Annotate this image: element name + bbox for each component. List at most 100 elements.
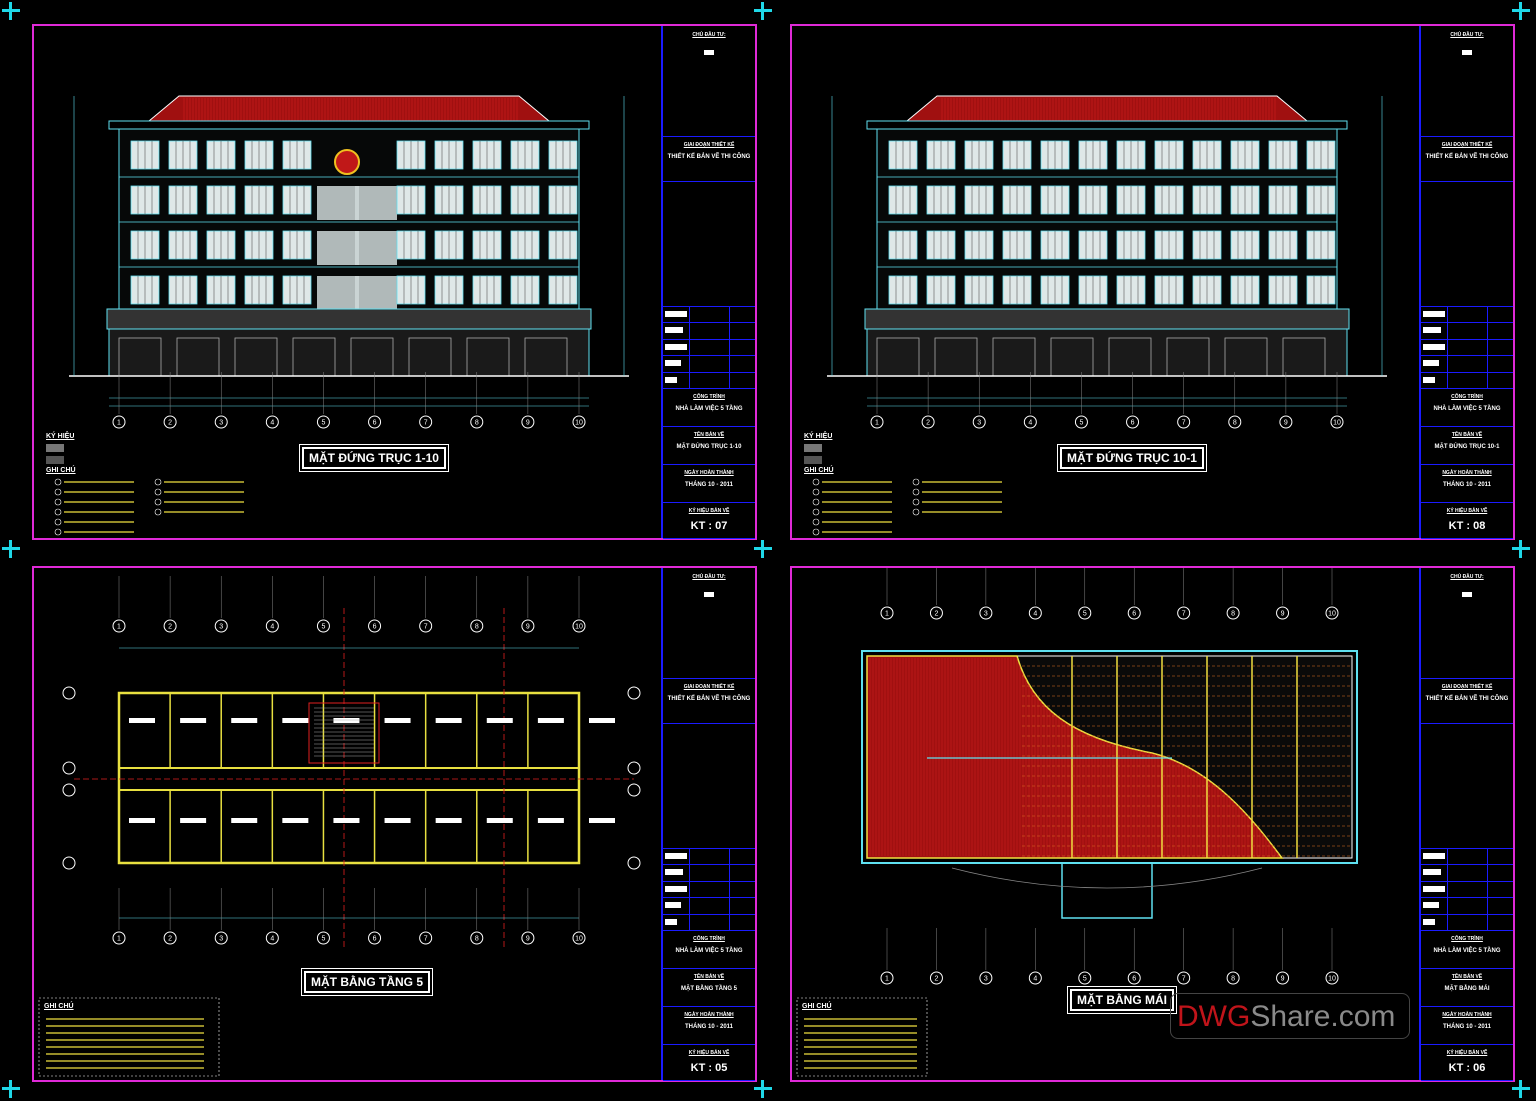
title-block-label: GIAI ĐOẠN THIẾT KẾ <box>1441 684 1493 690</box>
title-block-cell <box>1421 723 1513 849</box>
room-label <box>180 818 207 823</box>
grid-axis-bubble <box>929 606 943 620</box>
corner-mark <box>1519 1080 1522 1098</box>
grid-axis-bubble <box>112 619 126 633</box>
grid-axis-bubble <box>1330 415 1344 429</box>
title-block-label: GIAI ĐOẠN THIẾT KẾ <box>683 684 735 690</box>
revision-row <box>663 864 755 882</box>
grid-axis-bubble <box>1074 415 1088 429</box>
grid-axis-label: 8 <box>475 936 479 943</box>
grid-axis-bubble <box>972 415 986 429</box>
outer-wall <box>117 691 581 865</box>
title-block-label: TÊN BẢN VẼ <box>1451 432 1483 438</box>
stair <box>308 702 380 764</box>
grid-axis-label: 3 <box>984 611 988 618</box>
title-block-label: CHỦ ĐẦU TƯ: <box>1450 32 1484 38</box>
sheet-title: MẶT BẰNG MÁI <box>1067 986 1177 1014</box>
glass-curtain <box>355 186 397 220</box>
title-block-label: CHỦ ĐẦU TƯ: <box>692 32 726 38</box>
title-block-value: MẶT BẰNG MÁI <box>1444 986 1490 992</box>
grid-axis-bubble <box>419 415 433 429</box>
title-block-value: MẶT BẰNG TẦNG 5 <box>681 986 737 992</box>
grid-axis-bubble <box>1023 415 1037 429</box>
revision-row <box>1421 880 1513 899</box>
grid-axis-bubble <box>470 415 484 429</box>
grid-axis-label: 8 <box>475 420 479 427</box>
title-block-label: KÝ HIỆU BẢN VẼ <box>1446 508 1488 514</box>
room-label <box>435 718 462 723</box>
grid-axis-label: 4 <box>270 624 274 631</box>
room-label <box>231 718 258 723</box>
revision-row <box>663 355 755 373</box>
room-label <box>384 818 411 823</box>
title-block-cell <box>663 848 755 931</box>
grid-axis-bubble <box>1177 415 1191 429</box>
grid-axis-bubble <box>929 971 943 985</box>
grid-axis-label: 9 <box>526 624 530 631</box>
notes-label: GHI CHÚ <box>804 467 834 474</box>
grid-axis-bubble <box>1028 606 1042 620</box>
grid-axis-label: 1 <box>117 420 121 427</box>
title-block-cell: CHỦ ĐẦU TƯ: <box>1421 568 1513 679</box>
room-label <box>486 718 513 723</box>
grid-axis-bubble <box>572 619 586 633</box>
revision-row <box>663 371 755 389</box>
revision-row <box>1421 864 1513 882</box>
title-block-value: MẶT ĐỨNG TRỤC 1-10 <box>676 444 742 450</box>
grid-axis-bubble <box>419 931 433 945</box>
grid-axis-label: 9 <box>526 420 530 427</box>
grid-axis-bubble <box>62 761 76 775</box>
room-label <box>589 818 615 823</box>
title-block-label: KÝ HIỆU BẢN VẼ <box>688 1050 730 1056</box>
title-block-cell: CHỦ ĐẦU TƯ: <box>663 568 755 679</box>
roof-eave <box>866 120 1348 130</box>
grid-axis-bubble <box>62 686 76 700</box>
title-block-cell <box>1421 848 1513 931</box>
notes-label: GHI CHÚ <box>802 1003 832 1010</box>
room-label <box>282 718 309 723</box>
corner-mark <box>761 1080 764 1098</box>
title-block-value: NHÀ LÀM VIỆC 5 TẦNG <box>1433 406 1501 412</box>
grid-axis-bubble <box>521 619 535 633</box>
title-block-label: NGÀY HOÀN THÀNH <box>684 470 734 476</box>
corner-mark <box>1519 2 1522 20</box>
room-label <box>486 818 513 823</box>
grid-axis-bubble <box>316 415 330 429</box>
grid-axis-bubble <box>1127 606 1141 620</box>
grid-axis-bubble <box>979 971 993 985</box>
title-block-label: TÊN BẢN VẼ <box>693 974 725 980</box>
roof-eave <box>108 120 590 130</box>
legend-swatch <box>804 456 822 464</box>
ground-floor <box>866 328 1348 377</box>
revision-row <box>663 306 755 324</box>
glass-curtain <box>317 186 359 220</box>
grid-axis-label: 5 <box>1083 611 1087 618</box>
grid-axis-bubble <box>1276 606 1290 620</box>
corner-mark <box>761 2 764 20</box>
title-block-label: CHỦ ĐẦU TƯ: <box>1450 574 1484 580</box>
glass-curtain <box>317 276 359 310</box>
room-label <box>333 818 360 823</box>
grid-axis-bubble <box>214 931 228 945</box>
grid-axis-label: 7 <box>424 936 428 943</box>
grid-axis-bubble <box>1078 971 1092 985</box>
grid-axis-label: 9 <box>1284 420 1288 427</box>
grid-axis-label: 5 <box>321 420 325 427</box>
grid-axis-label: 6 <box>373 624 377 631</box>
grid-axis-label: 8 <box>1231 976 1235 983</box>
grid-axis-bubble <box>368 415 382 429</box>
room-label <box>333 718 360 723</box>
podium-band <box>106 308 592 330</box>
